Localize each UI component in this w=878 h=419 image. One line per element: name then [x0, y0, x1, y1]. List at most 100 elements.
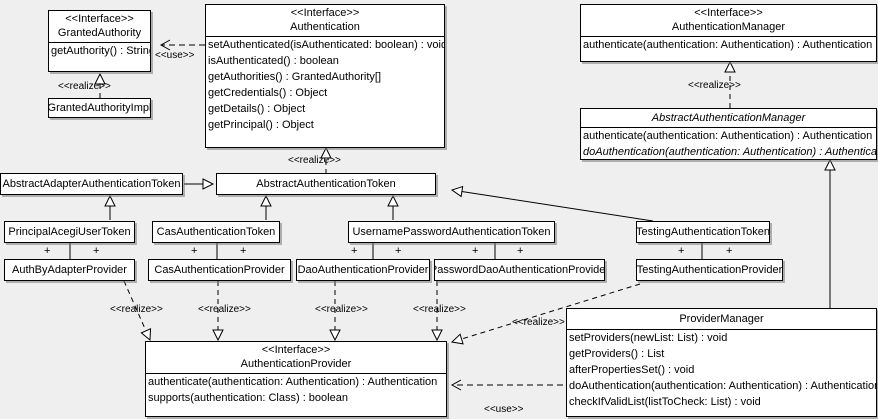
class-authentication[interactable]: <<Interface>> Authentication setAuthenti…	[205, 4, 445, 148]
stereotype-label: <<Interface>>	[694, 7, 763, 19]
operation-item: authenticate(authentication: Authenticat…	[583, 39, 873, 51]
class-header: UsernamePasswordAuthenticationToken	[349, 222, 554, 242]
class-principal-acegi-user-token[interactable]: PrincipalAcegiUserToken	[4, 221, 135, 243]
class-header: CasAuthenticationToken	[153, 222, 279, 242]
edge-label-realize-testingprovider: <<realize>>	[512, 317, 565, 328]
class-dao-authentication-provider[interactable]: DaoAuthenticationProvider	[296, 259, 430, 281]
operations-compartment: setAuthenticated(isAuthenticated: boolea…	[206, 37, 444, 133]
class-provider-manager[interactable]: ProviderManager setProviders(newList: Li…	[566, 308, 877, 417]
class-name: AuthenticationProvider	[240, 358, 352, 370]
class-name: AuthByAdapterProvider	[12, 264, 127, 276]
operation-item: doAuthentication(authentication: Authent…	[569, 380, 877, 392]
class-abstract-authentication-token[interactable]: AbstractAuthenticationToken	[216, 173, 436, 195]
edge-label-realize-authbyadapterprovider: <<realize>>	[110, 304, 163, 315]
operation-item: checkIfValidList(listToCheck: List) : vo…	[569, 396, 761, 408]
operations-compartment: authenticate(authentication: Authenticat…	[581, 37, 876, 53]
class-auth-by-adapter-provider[interactable]: AuthByAdapterProvider	[4, 259, 135, 281]
association-plus-marker: +	[726, 245, 733, 257]
edge-testingauthenticationtoken-extends-abstractauthenticationtoken	[450, 185, 654, 222]
stereotype-label: <<Interface>>	[290, 7, 360, 19]
operations-compartment: getAuthority() : String	[49, 43, 150, 59]
class-name: DaoAuthenticationProvider	[297, 264, 429, 276]
operation-item: getDetails() : Object	[208, 103, 306, 115]
edge-label-use-authentication-grantedauthority: <<use>>	[155, 50, 195, 61]
operation-item: setProviders(newList: List) : void	[569, 332, 728, 344]
class-authentication-manager[interactable]: <<Interface>> AuthenticationManager auth…	[580, 4, 877, 62]
class-header: ProviderManager	[567, 309, 876, 329]
association-plus-marker: +	[678, 245, 685, 257]
class-name: AbstractAuthenticationManager	[651, 112, 806, 124]
class-header: <<Interface>> AuthenticationManager	[581, 5, 876, 36]
edge-label-realize-casprovider: <<realize>>	[198, 304, 251, 315]
class-name: AbstractAdapterAuthenticationToken	[2, 178, 181, 190]
edge-label-realize-abstractauthmanager: <<realize>>	[688, 80, 741, 91]
class-name: PrincipalAcegiUserToken	[8, 226, 131, 238]
class-header: <<Interface>> Authentication	[206, 5, 444, 36]
operation-item: isAuthenticated() : boolean	[208, 55, 339, 67]
operation-item: getProviders() : List	[569, 348, 665, 360]
compartment-divider	[581, 127, 876, 128]
class-testing-authentication-provider[interactable]: TestingAuthenticationProvider	[636, 259, 783, 281]
stereotype-label: <<Interface>>	[65, 13, 134, 25]
class-header: AbstractAuthenticationManager	[581, 109, 876, 127]
class-header: AbstractAdapterAuthenticationToken	[1, 174, 182, 194]
class-abstract-authentication-manager[interactable]: AbstractAuthenticationManager authentica…	[580, 108, 877, 160]
operations-compartment: setProviders(newList: List) : void getPr…	[567, 330, 876, 410]
class-password-dao-authentication-provider[interactable]: PasswordDaoAuthenticationProvider	[434, 259, 605, 281]
association-plus-marker: +	[395, 245, 402, 257]
operation-item: afterPropertiesSet() : void	[569, 364, 695, 376]
stereotype-label: <<Interface>>	[261, 344, 331, 356]
operation-item: authenticate(authentication: Authenticat…	[148, 376, 438, 388]
class-header: PasswordDaoAuthenticationProvider	[435, 260, 604, 280]
compartment-divider	[581, 36, 876, 37]
class-name: PasswordDaoAuthenticationProvider	[434, 264, 605, 276]
class-cas-authentication-provider[interactable]: CasAuthenticationProvider	[148, 259, 291, 281]
class-header: TestingAuthenticationToken	[637, 222, 769, 242]
association-plus-marker: +	[191, 245, 198, 257]
class-header: AbstractAuthenticationToken	[217, 174, 435, 194]
class-testing-authentication-token[interactable]: TestingAuthenticationToken	[636, 221, 770, 243]
association-plus-marker: +	[240, 245, 247, 257]
class-name: UsernamePasswordAuthenticationToken	[352, 226, 551, 238]
class-cas-authentication-token[interactable]: CasAuthenticationToken	[152, 221, 280, 243]
class-abstract-adapter-authentication-token[interactable]: AbstractAdapterAuthenticationToken	[0, 173, 183, 195]
operation-item: getPrincipal() : Object	[208, 119, 314, 131]
class-name: GrantedAuthority	[57, 27, 142, 39]
class-name: AuthenticationManager	[671, 21, 786, 33]
operation-item: getCredentials() : Object	[208, 87, 328, 99]
class-name: AbstractAuthenticationToken	[256, 178, 396, 190]
edge-label-realize-abstracttoken-authentication: <<realize>>	[288, 155, 341, 166]
operation-item: getAuthorities() : GrantedAuthority[]	[208, 71, 382, 83]
class-header: GrantedAuthorityImpl	[49, 99, 150, 117]
class-header: PrincipalAcegiUserToken	[5, 222, 134, 242]
association-plus-marker: +	[472, 245, 479, 257]
class-granted-authority-impl[interactable]: GrantedAuthorityImpl	[48, 98, 151, 118]
operation-item: authenticate(authentication: Authenticat…	[583, 130, 873, 142]
class-authentication-provider[interactable]: <<Interface>> AuthenticationProvider aut…	[145, 341, 447, 417]
operation-item: setAuthenticated(isAuthenticated: boolea…	[208, 39, 445, 51]
class-username-password-authentication-token[interactable]: UsernamePasswordAuthenticationToken	[348, 221, 555, 243]
association-plus-marker: +	[44, 245, 51, 257]
edge-label-realize-passworddaoprovider: <<realize>>	[413, 304, 466, 315]
class-header: AuthByAdapterProvider	[5, 260, 134, 280]
compartment-divider	[567, 329, 876, 330]
class-name: CasAuthenticationProvider	[154, 264, 285, 276]
edge-label-realize-grantedauthorityimpl: <<realize>>	[58, 81, 111, 92]
operations-compartment: authenticate(authentication: Authenticat…	[146, 374, 446, 406]
operation-item: doAuthentication(authentication: Authent…	[583, 146, 877, 158]
association-plus-marker: +	[93, 245, 100, 257]
class-granted-authority[interactable]: <<Interface>> GrantedAuthority getAuthor…	[48, 10, 151, 72]
class-header: <<Interface>> AuthenticationProvider	[146, 342, 446, 373]
edge-label-realize-daoprovider: <<realize>>	[315, 304, 368, 315]
class-name: GrantedAuthorityImpl	[48, 102, 151, 114]
class-header: DaoAuthenticationProvider	[297, 260, 429, 280]
compartment-divider	[49, 42, 150, 43]
class-name: TestingAuthenticationProvider	[636, 264, 783, 276]
operations-compartment: authenticate(authentication: Authenticat…	[581, 128, 877, 159]
class-name: CasAuthenticationToken	[156, 226, 276, 238]
association-plus-marker: +	[351, 245, 358, 257]
operation-item: supports(authentication: Class) : boolea…	[148, 392, 348, 404]
compartment-divider	[146, 373, 446, 374]
class-header: CasAuthenticationProvider	[149, 260, 290, 280]
